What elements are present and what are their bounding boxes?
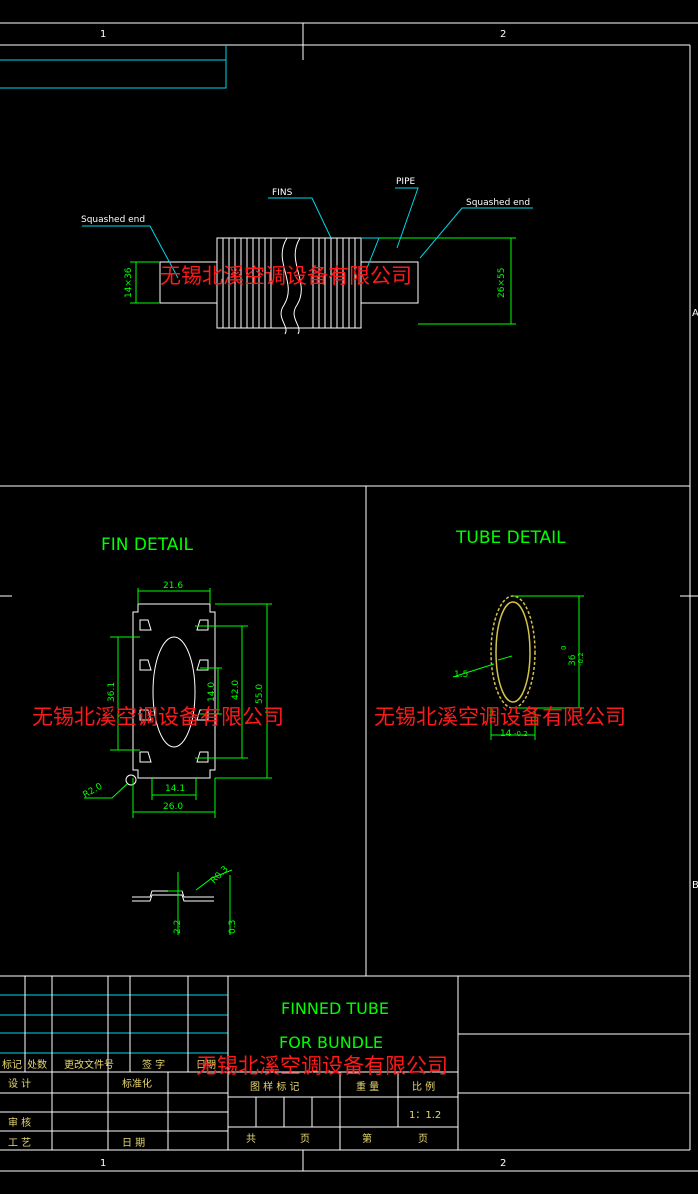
row-letter-a: A <box>692 308 698 319</box>
fin-section-drawing <box>132 869 233 935</box>
dim-section-radius: R0.3 <box>209 864 231 886</box>
column-number-left-bottom: 1 <box>100 1158 106 1169</box>
dim-section-height: 2.2 <box>173 920 183 934</box>
dim-fin-left-36: 36.1 <box>107 682 117 702</box>
watermark-bottom: 无锡北溪空调设备有限公司 <box>196 1054 448 1078</box>
tube-detail-title: TUBE DETAIL <box>455 528 566 548</box>
tb-review: 审 核 <box>8 1116 31 1129</box>
label-squashed-end-right: Squashed end <box>466 198 530 208</box>
tb-scale: 比 例 <box>412 1080 435 1093</box>
dim-tube-width-tol-lower: -0.2 <box>514 730 528 738</box>
dim-fin-inner-42: 42.0 <box>231 680 241 700</box>
tb-page1: 页 <box>300 1133 310 1145</box>
fin-detail-drawing <box>84 588 272 818</box>
tb-standardize: 标准化 <box>122 1077 152 1090</box>
tb-total: 共 <box>246 1133 256 1145</box>
tb-date-short: 日期 <box>196 1059 216 1071</box>
title-block-grid <box>0 976 690 1150</box>
column-number-left: 1 <box>100 29 106 40</box>
tb-stage-mark: 图 样 标 记 <box>250 1080 300 1093</box>
dim-section-thickness: 0.3 <box>228 920 238 934</box>
fin-detail-title: FIN DETAIL <box>101 535 193 555</box>
tube-detail-drawing <box>452 595 584 740</box>
tb-change-doc: 更改文件号 <box>64 1058 114 1071</box>
drawing-title-line1: FINNED TUBE <box>281 999 389 1018</box>
column-number-right-bottom: 2 <box>500 1158 506 1169</box>
dim-fin-top-width: 21.6 <box>163 581 183 591</box>
dim-tube-height-tol-upper: 0 <box>560 646 568 650</box>
watermark-top: 无锡北溪空调设备有限公司 <box>160 264 412 288</box>
tb-sheet-no: 第 <box>362 1132 372 1145</box>
tb-design: 设 计 <box>8 1077 31 1090</box>
tb-date: 日 期 <box>122 1137 145 1149</box>
drawing-frame <box>0 22 698 1172</box>
dim-fin-bottom-26: 26.0 <box>163 802 183 812</box>
dim-squashed-left: 14×36 <box>124 267 134 298</box>
watermark-right: 无锡北溪空调设备有限公司 <box>374 705 626 729</box>
dim-fin-bottom-14: 14.1 <box>165 784 185 794</box>
tb-count: 处数 <box>27 1058 47 1071</box>
dim-fin-height-total: 55.0 <box>255 684 265 704</box>
tb-weight: 重 量 <box>356 1080 379 1093</box>
label-fins: FINS <box>272 188 293 198</box>
label-pipe: PIPE <box>396 177 416 187</box>
tb-scale-value: 1：1.2 <box>409 1110 441 1121</box>
dim-tube-width: 14 <box>500 729 512 739</box>
dim-squashed-right: 26×55 <box>497 268 507 298</box>
row-letter-b: B <box>692 880 698 891</box>
tb-signature: 签 字 <box>142 1058 165 1071</box>
column-number-right: 2 <box>500 29 506 40</box>
dim-tube-height: 36 <box>568 654 578 666</box>
tb-page2: 页 <box>418 1133 428 1145</box>
dim-tube-wall: 1.5 <box>454 670 468 680</box>
drawing-title-line2: FOR BUNDLE <box>279 1033 383 1052</box>
tb-mark: 标记 <box>2 1059 22 1071</box>
tb-process: 工 艺 <box>8 1137 31 1149</box>
finned-tube-overview <box>82 187 533 335</box>
dim-fin-inner-14: 14.0 <box>207 682 217 702</box>
label-squashed-end-left: Squashed end <box>81 215 145 225</box>
dim-tube-height-tol-lower: -0.2 <box>577 652 585 666</box>
fin-lines <box>222 238 356 328</box>
watermark-left: 无锡北溪空调设备有限公司 <box>32 705 284 729</box>
